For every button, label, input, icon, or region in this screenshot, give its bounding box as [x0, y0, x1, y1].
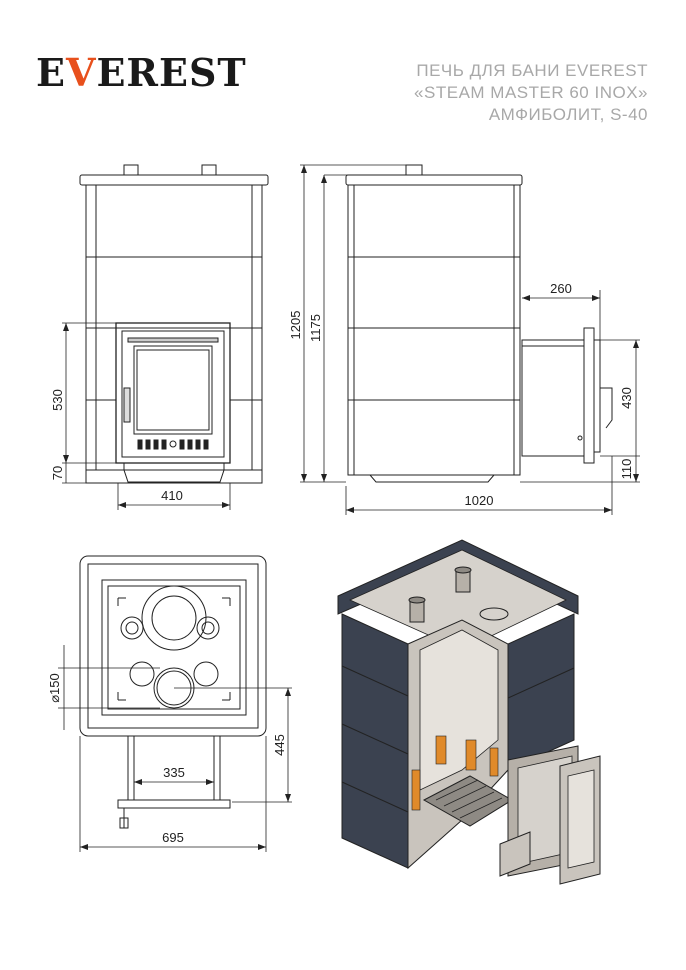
- dim-front-width: 410: [161, 488, 183, 503]
- front-view: [79, 164, 269, 484]
- product-title: ПЕЧЬ ДЛЯ БАНИ EVEREST «STEAM MASTER 60 I…: [414, 60, 648, 126]
- side-dimension-lines: [300, 164, 640, 515]
- dim-top-tunnel-width: 335: [163, 765, 185, 780]
- dim-side-total-height: 1205: [288, 311, 303, 340]
- logo-text-end: EREST: [96, 50, 247, 95]
- dim-front-base-height: 70: [50, 466, 65, 480]
- dim-side-body-height: 1175: [308, 314, 323, 342]
- title-line-1: ПЕЧЬ ДЛЯ БАНИ EVEREST: [416, 61, 648, 80]
- dim-side-total-length: 1020: [465, 493, 494, 508]
- logo-flame-letter: V: [65, 50, 97, 95]
- side-view: [345, 164, 613, 483]
- dimension-labels: 530 70 410 1205 1175 260 430 110 1020 ⌀1…: [47, 281, 634, 845]
- dim-top-chimney-diameter: ⌀150: [47, 673, 62, 703]
- dim-front-firebox-height: 530: [50, 389, 65, 411]
- dim-side-tunnel-bottom: 110: [619, 459, 634, 480]
- dim-side-door-height: 430: [619, 387, 634, 409]
- logo-text-start: E: [36, 50, 66, 95]
- top-view: [79, 555, 267, 829]
- title-line-2: «STEAM MASTER 60 INOX»: [414, 83, 648, 102]
- dim-side-tunnel-length: 260: [550, 281, 572, 296]
- dimension-arrows: [63, 165, 639, 850]
- dim-top-width: 695: [162, 830, 184, 845]
- top-dimension-lines: [58, 645, 292, 852]
- title-line-3: АМФИБОЛИТ, S-40: [488, 105, 648, 124]
- cutaway-3d-view: [337, 539, 601, 885]
- dim-top-depth: 445: [272, 734, 287, 756]
- brand-logo: EVEREST: [36, 50, 247, 95]
